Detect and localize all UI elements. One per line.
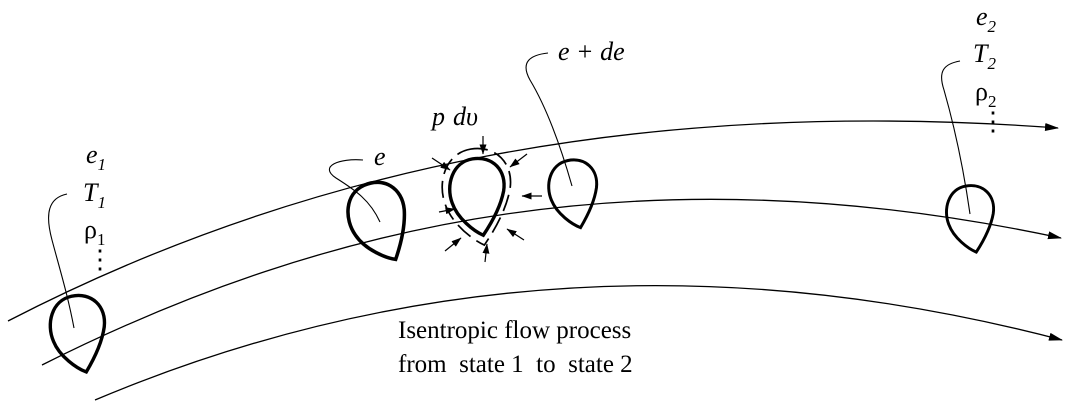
- fluid-element-compressed: [446, 155, 509, 239]
- state1-properties: e1 T1 ρ1 ⋮: [83, 140, 113, 274]
- label-e: e: [374, 142, 386, 171]
- state2-more: ⋮: [980, 107, 1006, 136]
- state1-e: e1: [86, 140, 106, 174]
- fluid-element-e-plus-de: [544, 156, 603, 232]
- state2-e: e2: [976, 2, 997, 36]
- streamline-bottom: [94, 284, 1063, 401]
- caption: Isentropic flow process from state 1 to …: [398, 317, 633, 378]
- streamline-top: [7, 120, 1059, 322]
- state1-more: ⋮: [87, 245, 113, 274]
- streamline-middle: [41, 198, 1062, 366]
- label-e-plus-de: e + de: [558, 37, 625, 66]
- caption-line1: Isentropic flow process: [398, 317, 631, 344]
- state1-T: T1: [83, 178, 106, 212]
- pressure-arrows: [431, 136, 542, 263]
- state2-T: T2: [973, 39, 996, 73]
- state2-properties: e2 T2 ρ2 ⋮: [973, 2, 1006, 136]
- state2-rho: ρ2: [975, 77, 996, 111]
- caption-line2: from state 1 to state 2: [398, 351, 633, 378]
- leader-lines: [48, 52, 971, 329]
- fluid-element-state2: [943, 182, 999, 256]
- state1-rho: ρ1: [84, 215, 105, 249]
- fluid-element-e: [338, 173, 421, 272]
- fluid-element-state1: [45, 291, 112, 377]
